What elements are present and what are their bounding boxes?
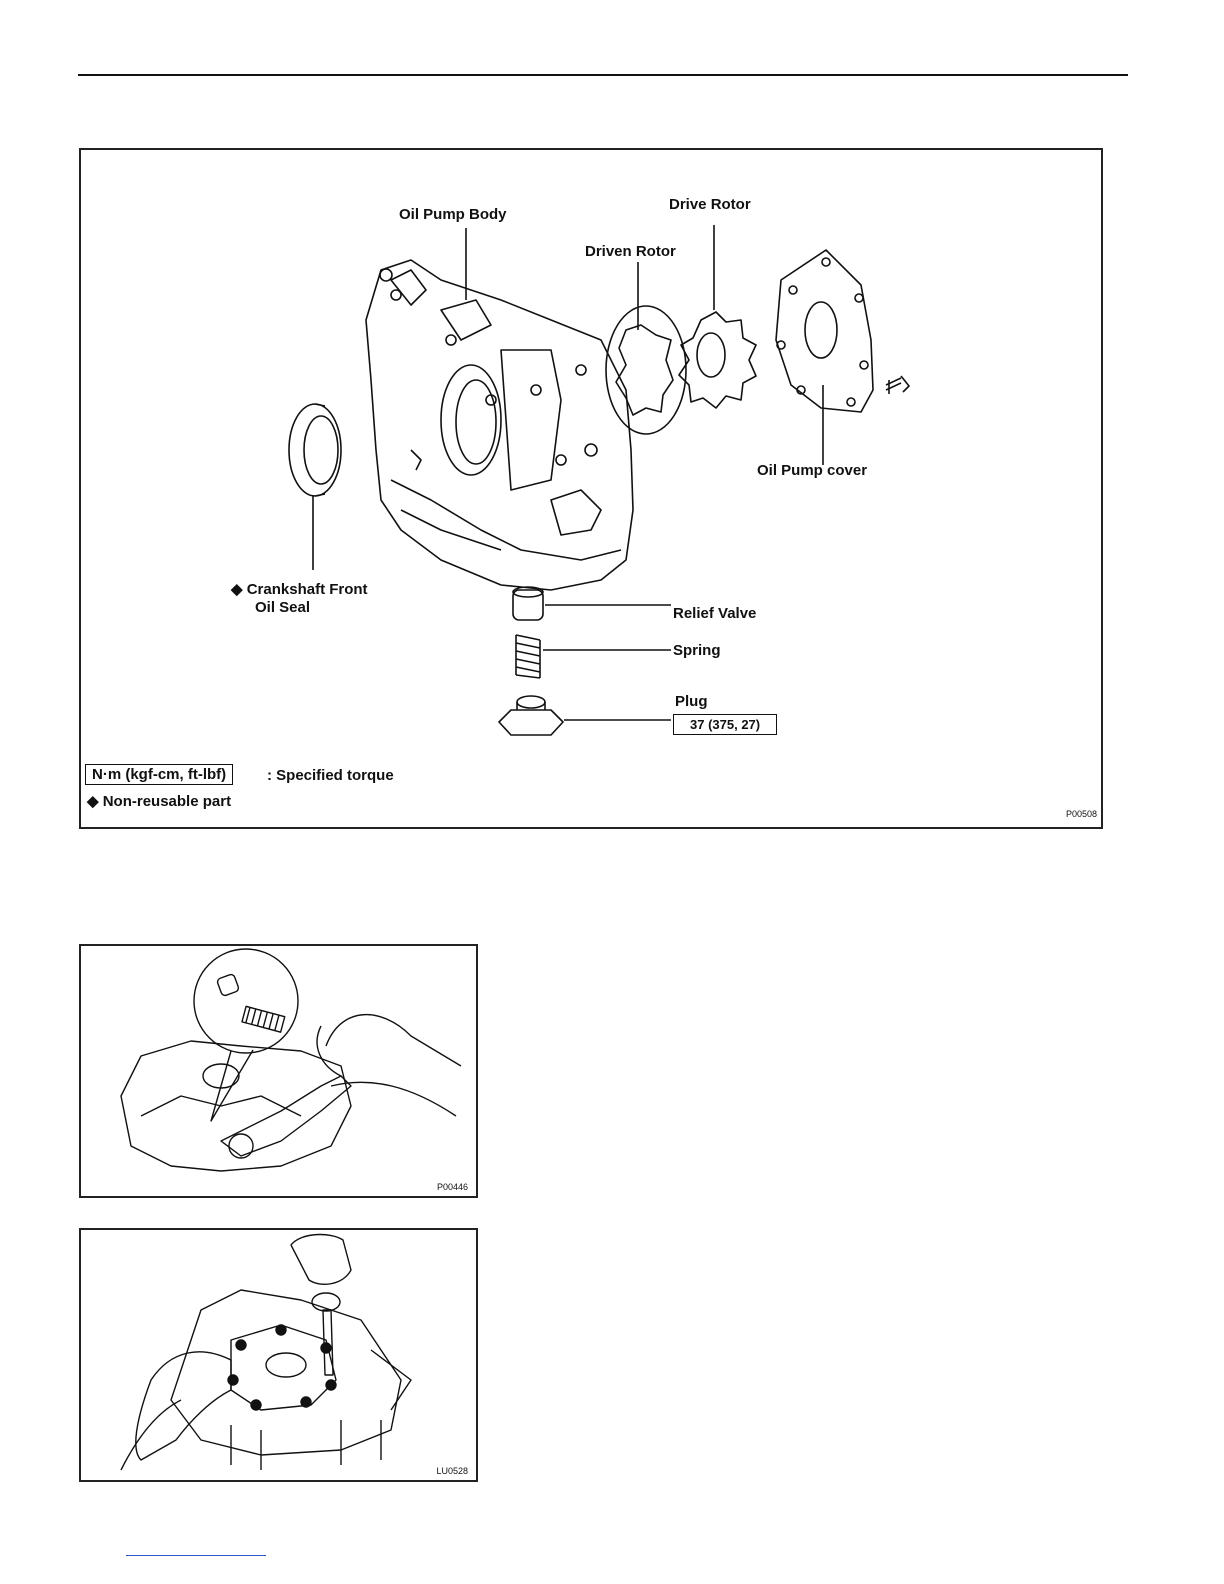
label-crankshaft-seal-1: ◆ Crankshaft Front: [231, 580, 368, 598]
label-crankshaft-seal-2: Oil Seal: [255, 599, 310, 616]
relief-valve-drawing-2: [81, 946, 476, 1196]
plug-drawing: [499, 710, 563, 735]
legend-torque-box: N·m (kgf-cm, ft-lbf): [85, 764, 233, 785]
label-relief-valve: Relief Valve: [673, 605, 756, 622]
plug-torque-box: 37 (375, 27): [673, 714, 777, 735]
pump-cover-drawing-3: [81, 1230, 476, 1480]
figure1-code: P00508: [1066, 809, 1097, 819]
driven-rotor-drawing: [606, 306, 686, 434]
nonreusable-diamond-icon: ◆: [231, 581, 247, 598]
label-driven-rotor: Driven Rotor: [585, 243, 676, 260]
relief-valve-removal-illustration: P00446: [79, 944, 478, 1198]
spring-drawing: [516, 635, 540, 678]
label-oil-pump-cover: Oil Pump cover: [757, 462, 867, 479]
figure3-code: LU0528: [436, 1466, 468, 1476]
legend-nonreusable: ◆ Non-reusable part: [87, 792, 231, 810]
relief-valve-drawing: [513, 590, 543, 620]
oil-pump-exploded-diagram: Oil Pump Body Drive Rotor Driven Rotor O…: [79, 148, 1103, 829]
drive-rotor-drawing: [679, 312, 756, 408]
pump-cover-removal-illustration: LU0528: [79, 1228, 478, 1482]
label-plug: Plug: [675, 693, 708, 710]
oil-pump-body-drawing: [366, 260, 633, 590]
label-oil-pump-body: Oil Pump Body: [399, 206, 507, 223]
oil-pump-cover-drawing: [776, 250, 873, 412]
diamond-icon: ◆: [87, 793, 103, 810]
label-drive-rotor: Drive Rotor: [669, 196, 751, 213]
figure2-code: P00446: [437, 1182, 468, 1192]
label-spring: Spring: [673, 642, 721, 659]
top-rule: [78, 74, 1128, 76]
bottom-link-underline[interactable]: [126, 1555, 266, 1556]
legend-torque-text: : Specified torque: [267, 767, 394, 784]
screw-drawing: [886, 376, 909, 394]
